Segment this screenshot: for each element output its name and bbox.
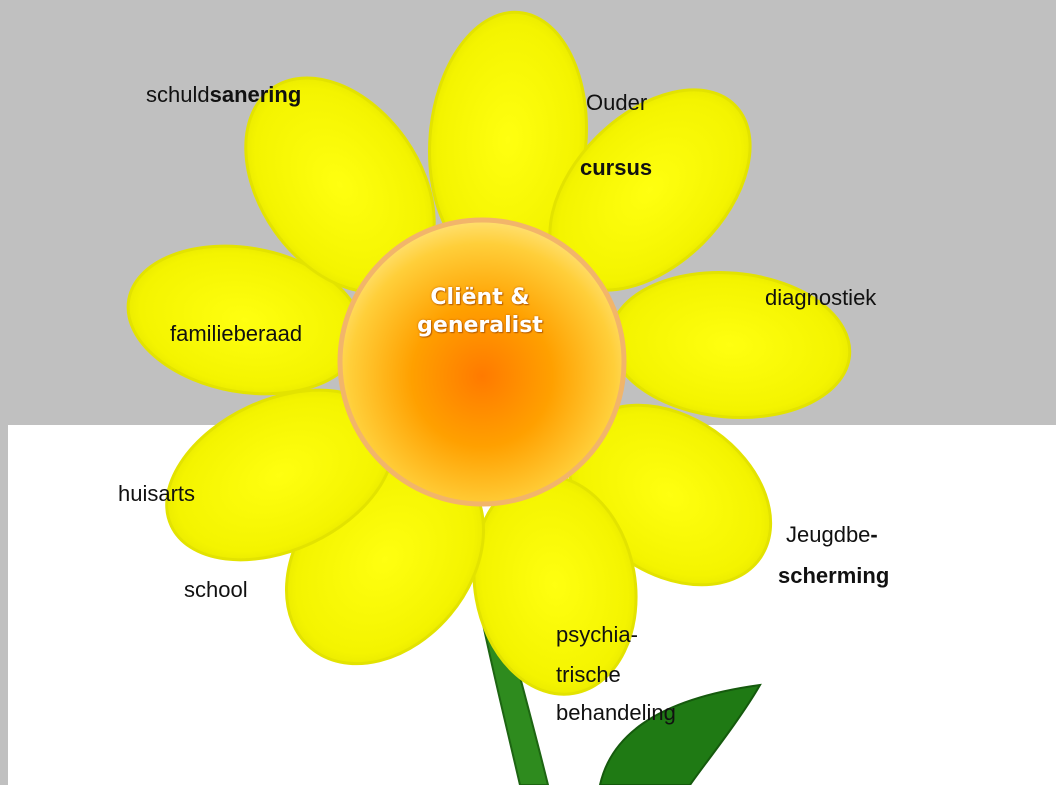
- flower-center: [337, 217, 627, 507]
- label-ouder: Ouder: [586, 90, 648, 115]
- label-schuld-part: schuld: [146, 82, 210, 107]
- label-familieberaad: familieberaad: [170, 321, 303, 346]
- label-cursus: cursus: [580, 155, 653, 180]
- label-sanering-part: sanering: [209, 82, 302, 107]
- left-gray-strip: [0, 425, 8, 785]
- label-jeugdbe: Jeugdbe-: [786, 522, 878, 548]
- center-label: Cliënt & generalist: [380, 284, 580, 340]
- label-scherming: scherming: [778, 563, 890, 588]
- label-trische: trische: [556, 662, 621, 687]
- label-psychia: psychia-: [556, 622, 638, 647]
- leaf: [598, 683, 762, 785]
- center-line1: Cliënt &: [430, 285, 530, 310]
- label-behandeling: behandeling: [556, 700, 676, 725]
- label-diagnostiek: diagnostiek: [765, 285, 877, 310]
- label-huisarts: huisarts: [118, 481, 196, 506]
- label-hyphen-part: -: [870, 522, 878, 547]
- label-school: school: [184, 577, 248, 602]
- label-jeugdbe-part: Jeugdbe: [786, 522, 871, 547]
- label-schuldsanering: schuldsanering: [146, 82, 301, 108]
- center-line2: generalist: [417, 313, 543, 338]
